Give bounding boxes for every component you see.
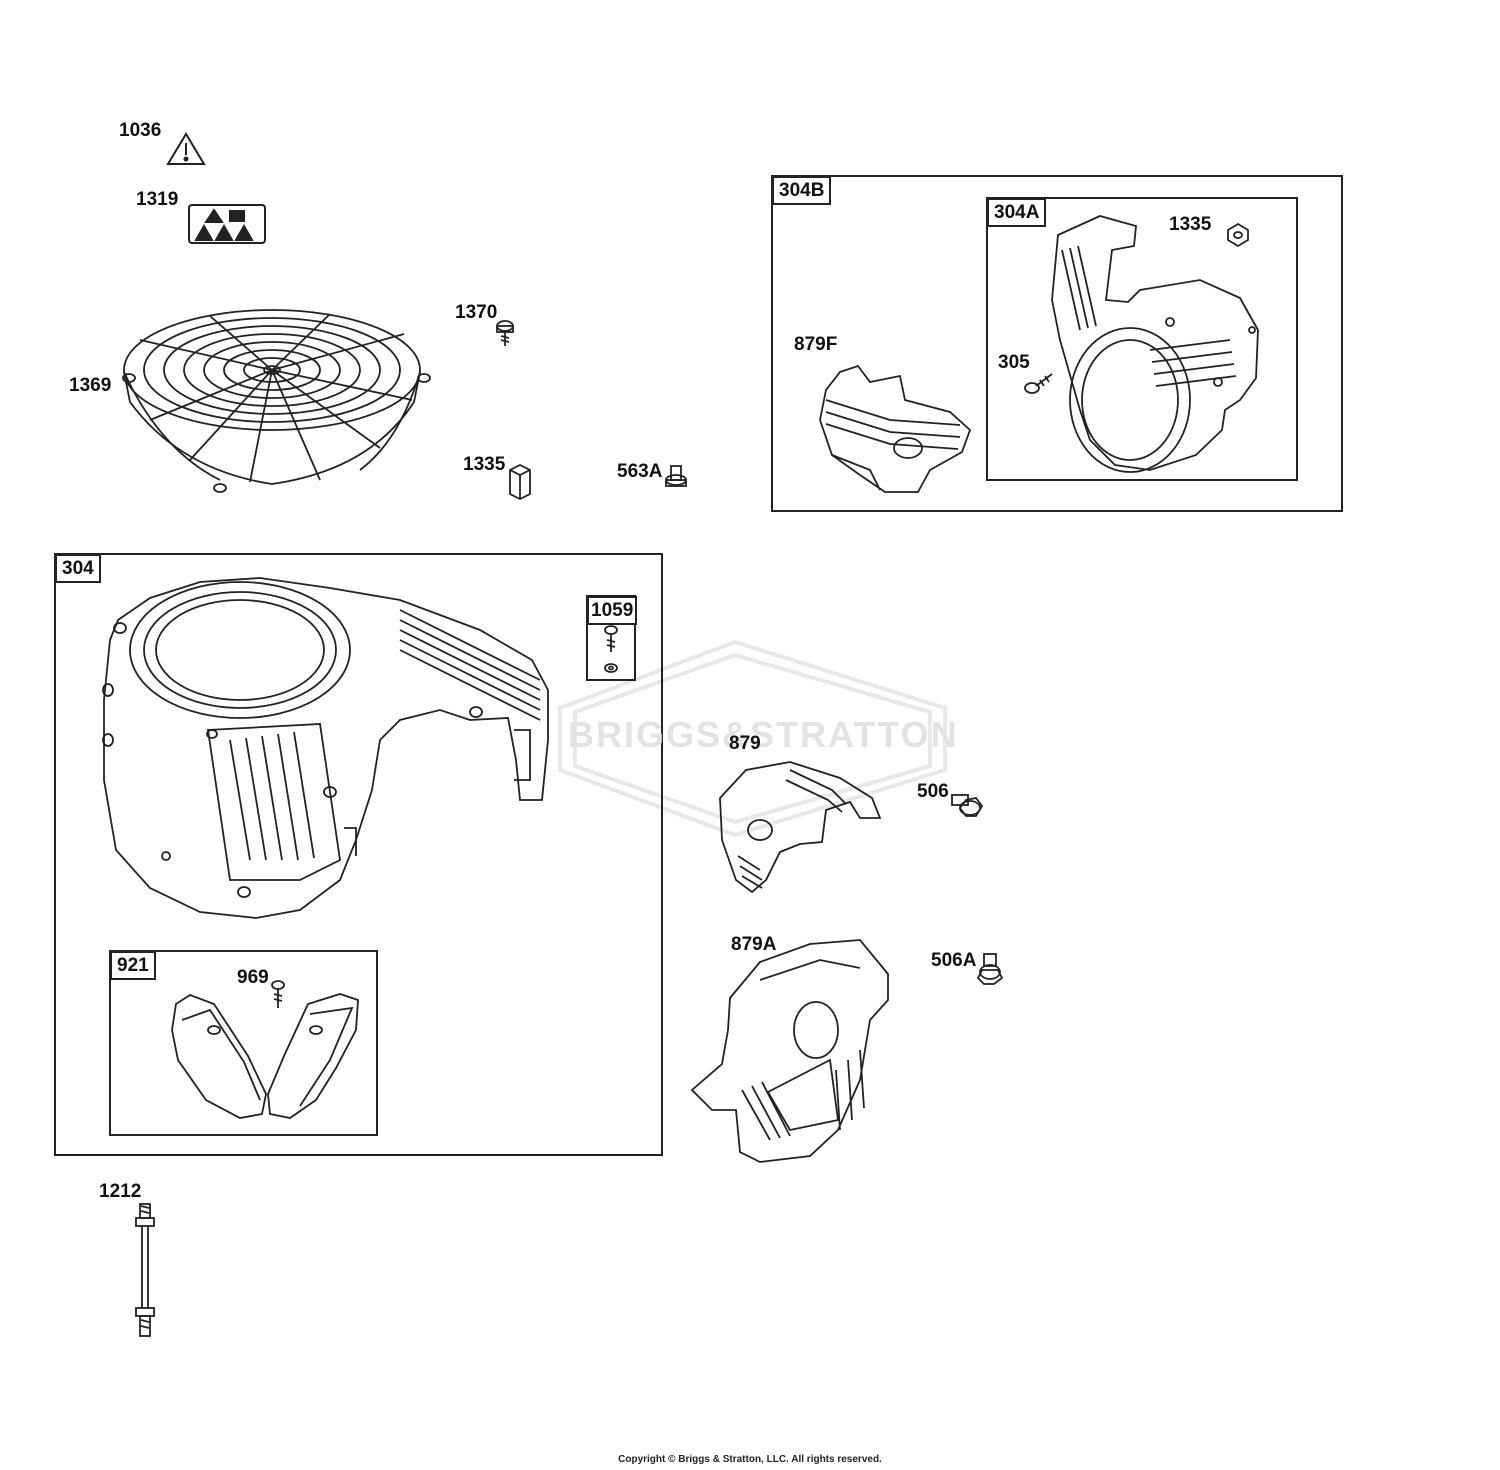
part-label-879f: 879F [794, 334, 838, 355]
screw-washer-1059-icon [604, 625, 618, 673]
blower-housing-304a-icon [1051, 215, 1259, 473]
safety-label-decal-icon [188, 204, 266, 244]
screw-506-icon [951, 794, 984, 817]
part-label-1370: 1370 [455, 302, 498, 323]
part-label-506a: 506A [931, 950, 977, 971]
part-label-1335: 1335 [463, 454, 506, 475]
screw-969-icon [271, 980, 285, 1008]
group-label-1059: 1059 [587, 596, 638, 625]
part-label-1319: 1319 [136, 189, 179, 210]
watermark-text: BRIGGS&STRATTON [568, 714, 959, 755]
part-label-563a: 563A [617, 461, 663, 482]
screw-506a-icon [976, 953, 1004, 985]
part-label-1212: 1212 [99, 1181, 142, 1202]
part-label-879a: 879A [731, 934, 777, 955]
part-label-506: 506 [917, 781, 949, 802]
screw-563a-icon [665, 465, 687, 487]
screw-1370-icon [496, 320, 514, 346]
group-frame-304b [771, 175, 1343, 512]
copyright-notice: Copyright © Briggs & Stratton, LLC. All … [618, 1454, 882, 1465]
group-label-304b: 304B [772, 176, 832, 205]
watermark-logo-shape [558, 639, 947, 838]
cylinder-baffle-879a-icon [690, 939, 889, 1163]
warning-decal-icon [166, 132, 206, 165]
part-label-879: 879 [729, 733, 761, 754]
group-frame-921 [109, 950, 378, 1136]
group-label-304: 304 [55, 554, 101, 583]
fan-screen-grill-icon [122, 309, 431, 493]
blower-housing-304-icon [102, 577, 549, 919]
nut-1335-304a-icon [1227, 222, 1249, 248]
part-label-1335-304a: 1335 [1169, 214, 1212, 235]
part-label-1369: 1369 [69, 375, 112, 396]
part-label-305: 305 [998, 352, 1030, 373]
cylinder-baffle-879-icon [719, 761, 882, 894]
part-label-969: 969 [237, 967, 269, 988]
group-frame-304 [54, 553, 663, 1156]
group-label-921: 921 [110, 951, 156, 980]
cylinder-baffle-879f-icon [819, 364, 972, 493]
cover-plates-921-icon [171, 993, 359, 1119]
stud-1212-icon [135, 1203, 155, 1337]
nut-1335-icon [509, 463, 531, 501]
part-label-1036: 1036 [119, 120, 162, 141]
group-frame-304a [986, 197, 1298, 481]
screw-305-icon [1024, 373, 1053, 394]
group-label-304a: 304A [987, 198, 1047, 227]
